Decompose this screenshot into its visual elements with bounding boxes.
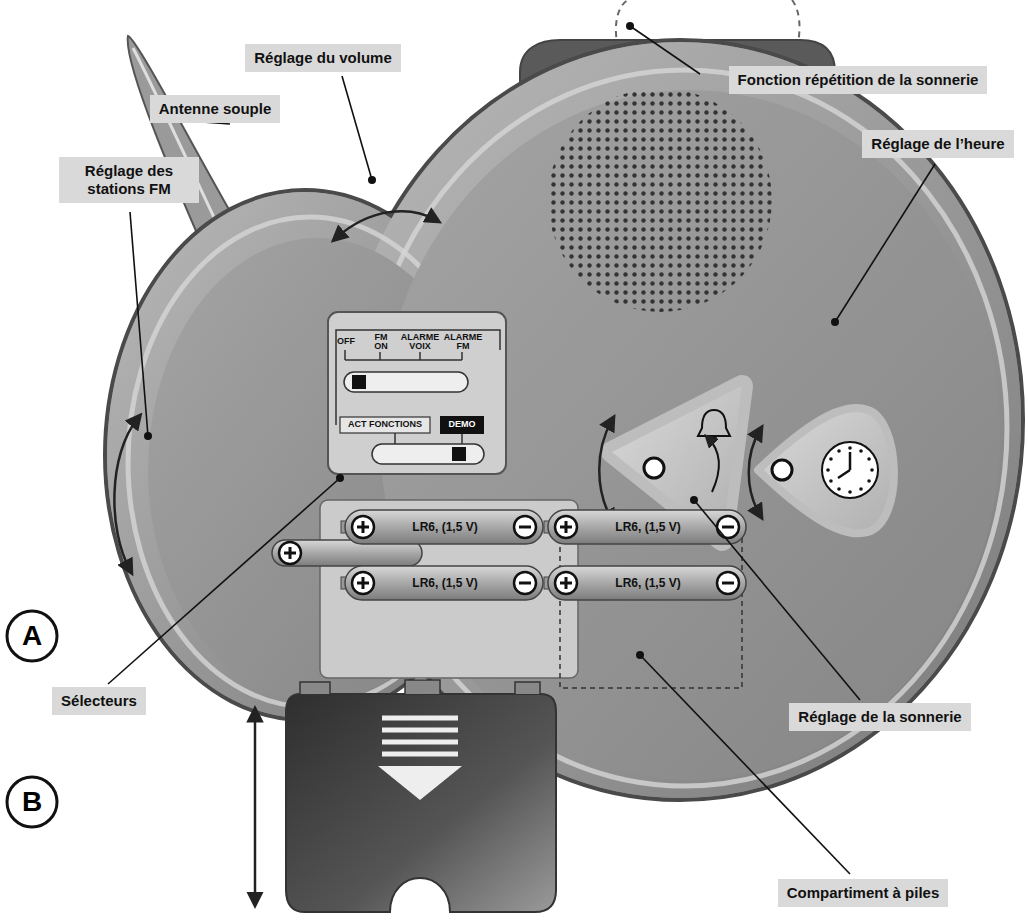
view-letter: B [4, 774, 60, 830]
callout-label: Sélecteurs [52, 687, 146, 715]
battery-label: LR6, (1,5 V) [578, 577, 718, 590]
view-letter: A [4, 608, 60, 664]
callout-text: Réglage du volume [254, 49, 392, 66]
battery-label: LR6, (1,5 V) [578, 521, 718, 534]
callout-label: Réglage des stations FM [59, 157, 199, 203]
callout-text: Sélecteurs [61, 692, 137, 709]
callout-label: Fonction répétition de la sonnerie [729, 66, 988, 94]
callout-label: Réglage de l’heure [862, 130, 1013, 158]
switch-label: OFF [333, 337, 359, 346]
callout-label: Réglage du volume [245, 44, 401, 72]
switch-label: FM ON [370, 333, 392, 352]
battery-label: LR6, (1,5 V) [375, 577, 515, 590]
battery-label: LR6, (1,5 V) [375, 521, 515, 534]
callout-label: Antenne souple [150, 95, 281, 123]
view-letter-text: B [4, 774, 60, 830]
callout-text: Fonction répétition de la sonnerie [738, 71, 979, 88]
callout-text: Réglage de l’heure [871, 135, 1004, 152]
switch-label: ACT FONCTIONS [340, 420, 430, 429]
callout-text: Réglage des stations FM [85, 162, 173, 197]
callout-label: Compartiment à piles [778, 879, 949, 907]
switch-label: DEMO [440, 420, 484, 429]
view-letter-text: A [4, 608, 60, 664]
switch-label: ALARME VOIX [400, 333, 440, 352]
switch-label: ALARME FM [443, 333, 483, 352]
callout-text: Antenne souple [159, 100, 272, 117]
callout-text: Compartiment à piles [787, 884, 940, 901]
callout-text: Réglage de la sonnerie [798, 708, 961, 725]
callout-label: Réglage de la sonnerie [789, 703, 970, 731]
